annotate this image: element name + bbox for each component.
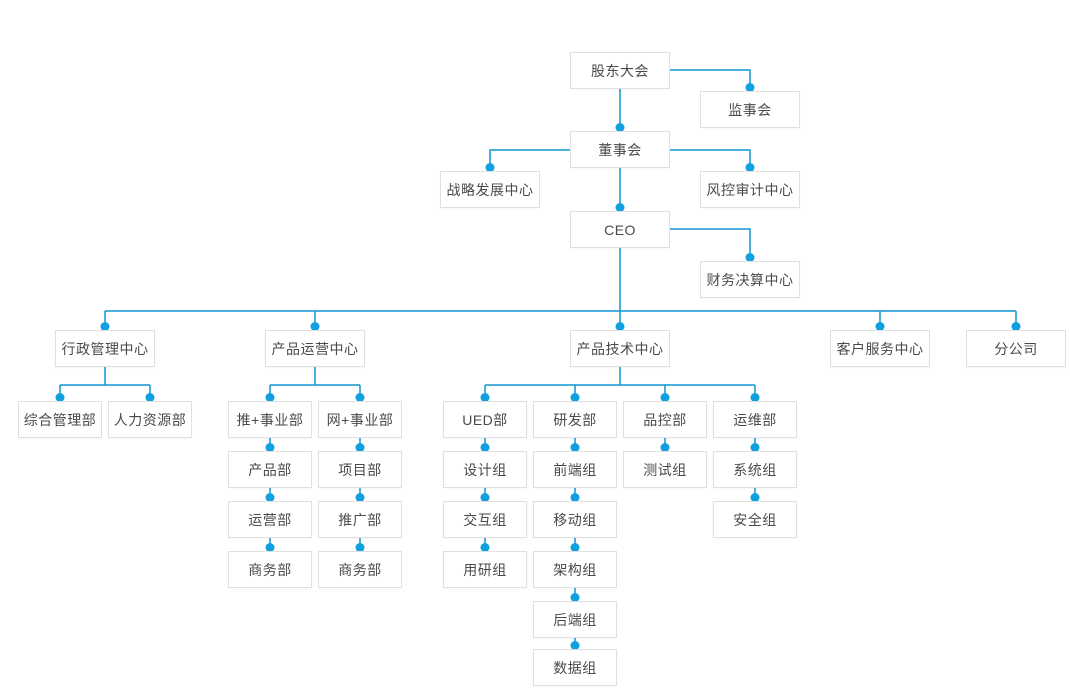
connector-dot [145, 393, 155, 402]
connector-dots [55, 83, 1021, 650]
connector-dot [485, 163, 495, 172]
node-general-management-dept: 综合管理部 [18, 401, 102, 438]
connector-dot [55, 393, 65, 402]
connector-dot [480, 393, 490, 402]
node-mobile-team: 移动组 [533, 501, 617, 538]
node-strategy-development-center: 战略发展中心 [440, 171, 540, 208]
node-promotion-dept: 推广部 [318, 501, 402, 538]
node-product-technology-center: 产品技术中心 [570, 330, 670, 367]
node-financial-settlement-center: 财务决算中心 [700, 261, 800, 298]
node-tui-plus-division: 推+事业部 [228, 401, 312, 438]
node-ceo: CEO [570, 211, 670, 248]
edge-board-strategy [489, 149, 570, 171]
node-rd-dept: 研发部 [533, 401, 617, 438]
node-ops-maintenance-dept: 运维部 [713, 401, 797, 438]
connector-dot [570, 641, 580, 650]
connector-dot [100, 322, 110, 331]
node-user-research-team: 用研组 [443, 551, 527, 588]
node-system-team: 系统组 [713, 451, 797, 488]
node-shareholders-meeting: 股东大会 [570, 52, 670, 89]
connector-dot [570, 443, 580, 452]
connector-dot [745, 253, 755, 262]
node-ued-dept: UED部 [443, 401, 527, 438]
connector-dot [265, 543, 275, 552]
connector-dot [265, 493, 275, 502]
connector-dot [355, 443, 365, 452]
connector-dot [480, 493, 490, 502]
edge-shareholders-supervisory [670, 69, 751, 91]
edge-admin-children [59, 367, 151, 401]
connector-dot [750, 393, 760, 402]
connector-dot [355, 493, 365, 502]
node-project-dept: 项目部 [318, 451, 402, 488]
connector-dot [1011, 322, 1021, 331]
connector-dot [660, 393, 670, 402]
node-design-team: 设计组 [443, 451, 527, 488]
node-risk-audit-center: 风控审计中心 [700, 171, 800, 208]
connector-dot [570, 493, 580, 502]
edge-ceo-finance [670, 228, 751, 261]
node-quality-control-dept: 品控部 [623, 401, 707, 438]
connector-dot [480, 443, 490, 452]
connector-dot [570, 393, 580, 402]
connector-dot [660, 443, 670, 452]
node-product-operations-center: 产品运营中心 [265, 330, 365, 367]
node-backend-team: 后端组 [533, 601, 617, 638]
connector-dot [750, 443, 760, 452]
node-testing-team: 测试组 [623, 451, 707, 488]
node-customer-service-center: 客户服务中心 [830, 330, 930, 367]
connector-dot [615, 203, 625, 212]
connector-dot [480, 543, 490, 552]
edge-product-ops-children [269, 367, 361, 401]
node-board-of-directors: 董事会 [570, 131, 670, 168]
connector-dot [615, 123, 625, 132]
node-business-dept-1: 商务部 [228, 551, 312, 588]
connector-dot [750, 493, 760, 502]
node-human-resources-dept: 人力资源部 [108, 401, 192, 438]
connector-dot [570, 593, 580, 602]
node-branch-company: 分公司 [966, 330, 1066, 367]
node-product-dept: 产品部 [228, 451, 312, 488]
node-architecture-team: 架构组 [533, 551, 617, 588]
connector-dot [745, 163, 755, 172]
connector-dot [355, 543, 365, 552]
connector-dot [570, 543, 580, 552]
node-frontend-team: 前端组 [533, 451, 617, 488]
node-supervisory-board: 监事会 [700, 91, 800, 128]
connector-dot [355, 393, 365, 402]
connector-dot [615, 322, 625, 331]
node-admin-management-center: 行政管理中心 [55, 330, 155, 367]
edge-product-tech-children [484, 367, 756, 401]
node-security-team: 安全组 [713, 501, 797, 538]
connector-dot [310, 322, 320, 331]
node-data-team: 数据组 [533, 649, 617, 686]
connector-dot [875, 322, 885, 331]
node-operation-dept: 运营部 [228, 501, 312, 538]
node-wang-plus-division: 网+事业部 [318, 401, 402, 438]
connector-dot [265, 443, 275, 452]
node-interaction-team: 交互组 [443, 501, 527, 538]
edge-board-risk-audit [670, 149, 751, 171]
node-business-dept-2: 商务部 [318, 551, 402, 588]
connector-dot [745, 83, 755, 92]
connector-dot [265, 393, 275, 402]
